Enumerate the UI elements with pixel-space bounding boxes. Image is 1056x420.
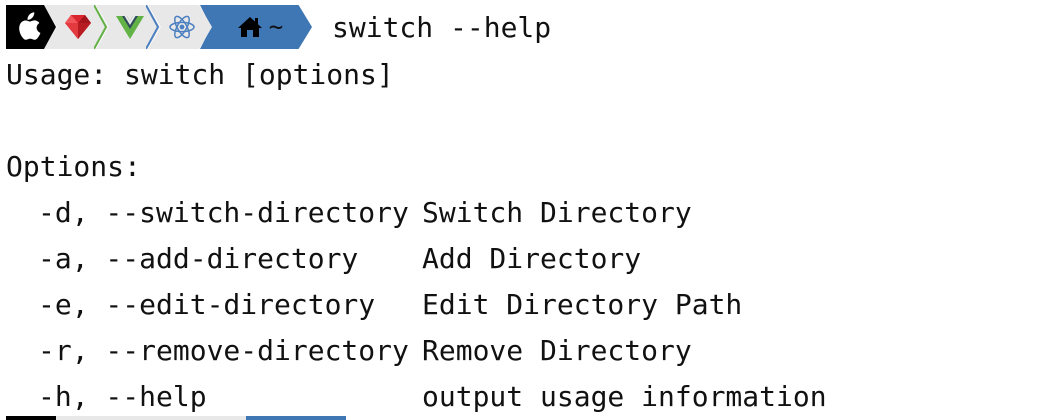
option-flag: -d, --switch-directory xyxy=(38,196,409,229)
option-flag: -a, --add-directory xyxy=(38,242,359,275)
prompt-segment-vue xyxy=(96,5,160,49)
vue-icon xyxy=(116,14,144,40)
cwd-label: ~ xyxy=(268,13,284,41)
segment-separator-icon xyxy=(146,5,160,49)
option-row: -e, --edit-directory Edit Directory Path xyxy=(0,288,1056,322)
segment-separator-icon xyxy=(94,5,108,49)
option-description: Add Directory xyxy=(422,242,642,275)
option-row: -d, --switch-directory Switch Directory xyxy=(0,196,1056,230)
option-row: -a, --add-directory Add Directory xyxy=(0,242,1056,276)
option-description: Edit Directory Path xyxy=(422,288,743,321)
react-icon xyxy=(167,13,197,41)
option-row: -r, --remove-directory Remove Directory xyxy=(0,334,1056,368)
home-icon xyxy=(237,15,263,39)
option-flag: -h, --help xyxy=(38,380,207,413)
option-flag: -e, --edit-directory xyxy=(38,288,376,321)
prompt-segment-cwd: ~ xyxy=(200,5,312,49)
prompt-segment-os xyxy=(6,5,56,49)
usage-line: Usage: switch [options] xyxy=(6,58,394,91)
option-description: output usage information xyxy=(422,380,827,413)
option-description: Switch Directory xyxy=(422,196,692,229)
next-prompt-cwd-segment xyxy=(246,416,346,420)
command-text: switch --help xyxy=(332,10,552,44)
option-description: Remove Directory xyxy=(422,334,692,367)
options-header: Options: xyxy=(6,150,141,183)
terminal-prompt: ~ switch --help xyxy=(6,5,551,49)
next-prompt-strip xyxy=(6,416,346,420)
next-prompt-lang-segment xyxy=(56,416,246,420)
option-flag: -r, --remove-directory xyxy=(38,334,409,367)
apple-icon xyxy=(13,12,41,42)
ruby-icon xyxy=(63,13,93,41)
next-prompt-os-segment xyxy=(6,416,56,420)
option-row: -h, --help output usage information xyxy=(0,380,1056,414)
